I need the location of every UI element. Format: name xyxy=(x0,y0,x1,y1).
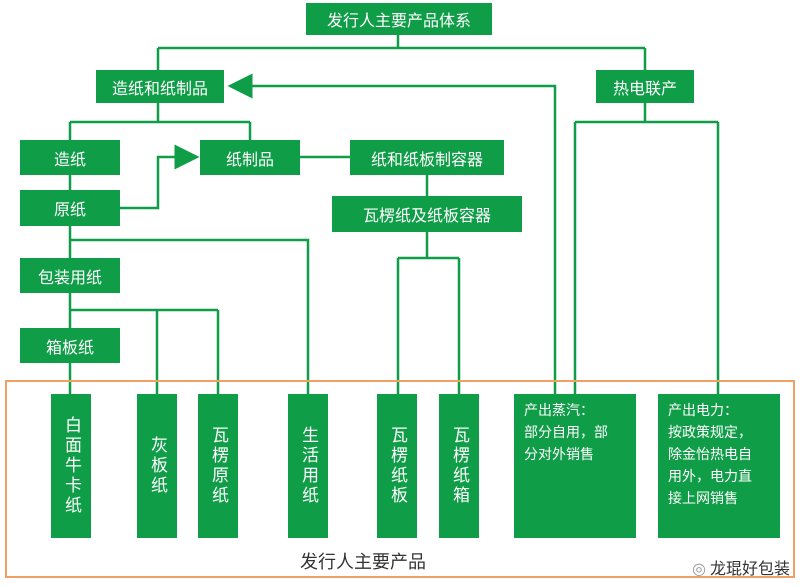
product-corrugated-box: 瓦楞纸箱 xyxy=(439,394,479,538)
product-household-paper: 生活用纸 xyxy=(288,394,328,538)
steam-note: 产出蒸汽： 部分自用，部 分对外销售 xyxy=(514,394,636,538)
packaging-paper-node: 包装用纸 xyxy=(20,258,120,293)
wechat-icon: ◎ xyxy=(692,559,706,578)
top-node: 发行人主要产品体系 xyxy=(306,3,492,35)
power-note: 产出电力： 按政策规定， 除金怡热电自 用外，电力直 接上网销售 xyxy=(658,394,780,538)
watermark-text: 龙琨好包装 xyxy=(709,559,790,578)
containers-node: 纸和纸板制容器 xyxy=(350,140,504,175)
cogeneration-node: 热电联产 xyxy=(596,70,694,103)
carton-board-node: 箱板纸 xyxy=(20,328,120,363)
corrugated-node: 瓦楞纸及纸板容器 xyxy=(332,196,522,232)
paper-products-node: 造纸和纸制品 xyxy=(96,70,224,103)
product-white-kraft: 白面牛卡纸 xyxy=(51,394,91,538)
main-products-frame xyxy=(5,380,795,578)
paper-goods-node: 纸制品 xyxy=(200,140,300,175)
watermark: ◎龙琨好包装 xyxy=(692,555,790,579)
papermaking-node: 造纸 xyxy=(20,140,120,175)
product-corrugated-board: 瓦楞纸板 xyxy=(377,394,417,538)
product-corrugating-medium: 瓦楞原纸 xyxy=(198,394,238,538)
product-gray-board: 灰板纸 xyxy=(137,394,177,538)
frame-title: 发行人主要产品 xyxy=(300,552,426,573)
raw-paper-node: 原纸 xyxy=(20,190,120,226)
